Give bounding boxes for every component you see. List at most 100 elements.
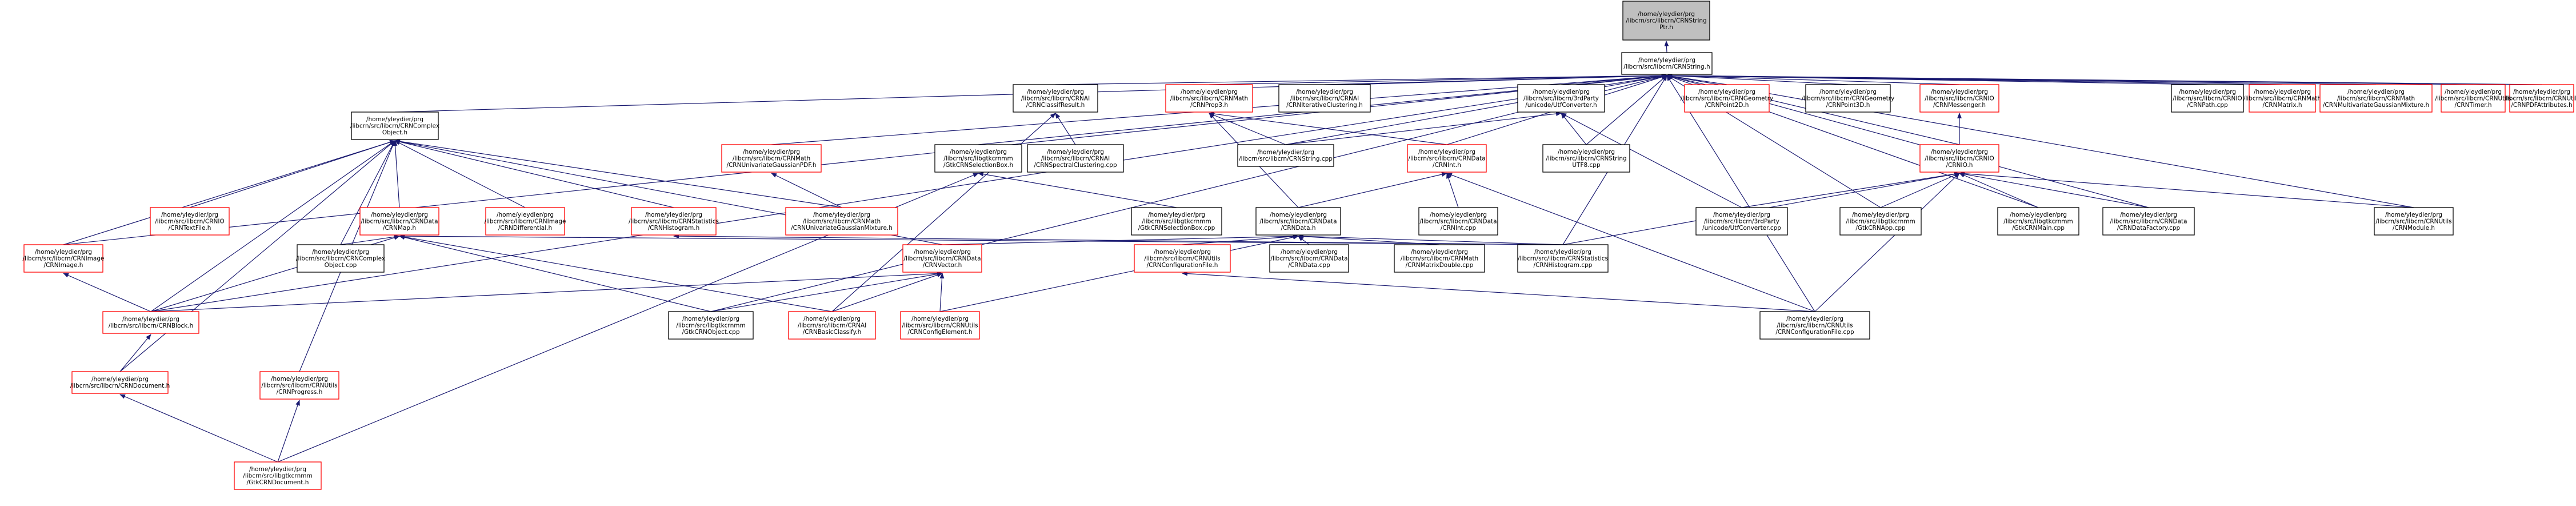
node-label-line: Object.h xyxy=(382,129,407,136)
node-label-line: /CRNProgress.h xyxy=(277,389,323,396)
node-box xyxy=(1542,144,1630,173)
node-label-line: /GtkCRNObject.cpp xyxy=(682,329,740,336)
edge xyxy=(394,140,526,208)
node-box xyxy=(1255,207,1341,236)
node-crnblock[interactable]: /home/yleydier/prg/libcrn/src/libcrn/CRN… xyxy=(102,311,199,334)
edge xyxy=(1664,41,1669,53)
include-edge-univariatemixture-to-univariatepdf xyxy=(771,173,842,208)
node-crntimer[interactable]: /home/yleydier/prg/libcrn/src/libcrn/CRN… xyxy=(2435,84,2511,113)
node-utfconverter-h[interactable]: /home/yleydier/prg/libcrn/src/libcrn/3rd… xyxy=(1517,84,1605,113)
node-label-line: /CRNProp3.h xyxy=(1190,102,1228,109)
node-box xyxy=(1394,244,1485,273)
node-box xyxy=(2319,84,2433,113)
node-label-line: /home/yleydier/prg xyxy=(1418,149,1475,156)
include-edge-crnint_cpp-to-crnint_h xyxy=(1446,173,1459,208)
node-box xyxy=(721,144,822,173)
node-label-line: /libcrn/src/libgtkcrnmm xyxy=(243,472,312,479)
node-stringutf8[interactable]: /home/yleydier/prg/libcrn/src/libcrn/CRN… xyxy=(1542,144,1630,173)
node-point3d[interactable]: /home/yleydier/prg/libcrn/src/libcrn/CRN… xyxy=(1802,84,1894,113)
node-label-line: /libcrn/src/libcrn/CRNData xyxy=(1270,255,1347,262)
node-label-line: /home/yleydier/prg xyxy=(1181,89,1238,95)
node-matrixdouble[interactable]: /home/yleydier/prg/libcrn/src/libcrn/CRN… xyxy=(1394,244,1485,273)
node-label-line: /home/yleydier/prg xyxy=(2385,212,2442,218)
node-crndata-cpp[interactable]: /home/yleydier/prg/libcrn/src/libcrn/CRN… xyxy=(1269,244,1349,273)
node-crnhistogram-cpp[interactable]: /home/yleydier/prg/libcrn/src/libcrn/CRN… xyxy=(1517,244,1609,273)
edge xyxy=(63,273,151,312)
include-edge-gtkcrnobject-to-crnvector xyxy=(710,272,943,312)
edge xyxy=(340,140,395,245)
node-label-line: /CRNImage.h xyxy=(44,262,83,269)
node-crnio-h[interactable]: /home/yleydier/prg/libcrn/src/libcrn/CRN… xyxy=(1919,144,1999,173)
node-crndifferential[interactable]: /home/yleydier/prg/libcrn/src/libcrn/CRN… xyxy=(485,207,566,236)
node-crnint-h[interactable]: /home/yleydier/prg/libcrn/src/libcrn/CRN… xyxy=(1407,144,1487,173)
node-selectionbox-h[interactable]: /home/yleydier/prg/libcrn/src/libgtkcrnm… xyxy=(934,144,1022,173)
include-edge-crnblock-to-crnstring xyxy=(150,74,1667,312)
node-selectionbox-cpp[interactable]: /home/yleydier/prg/libcrn/src/libgtkcrnm… xyxy=(1131,207,1222,236)
node-label-line: /CRNMatrixDouble.cpp xyxy=(1406,262,1474,269)
node-root: /home/yleydier/prg/libcrn/src/libcrn/CRN… xyxy=(1622,1,1710,41)
node-label-line: /libcrn/src/libcrn/CRNData xyxy=(2110,218,2187,225)
node-crnhistogram-h[interactable]: /home/yleydier/prg/libcrn/src/libcrn/CRN… xyxy=(629,207,719,236)
node-crnpath[interactable]: /home/yleydier/prg/libcrn/src/libcrn/CRN… xyxy=(2171,84,2244,113)
node-iterativeclustering[interactable]: /home/yleydier/prg/libcrn/src/libcrn/CRN… xyxy=(1278,84,1371,113)
node-datafactory[interactable]: /home/yleydier/prg/libcrn/src/libcrn/CRN… xyxy=(2102,207,2195,236)
edge xyxy=(710,272,943,312)
node-spectralclustering[interactable]: /home/yleydier/prg/libcrn/src/libcrn/CRN… xyxy=(1027,144,1124,173)
node-point2d[interactable]: /home/yleydier/prg/libcrn/src/libcrn/CRN… xyxy=(1681,84,1773,113)
node-crnmatrix[interactable]: /home/yleydier/prg/libcrn/src/libcrn/CRN… xyxy=(2243,84,2321,113)
node-univariatepdf[interactable]: /home/yleydier/prg/libcrn/src/libcrn/CRN… xyxy=(721,144,822,173)
node-label-line: /libcrn/src/libcrn/CRNString.cpp xyxy=(1239,156,1333,162)
node-label-line: /home/yleydier/prg xyxy=(2445,89,2502,95)
node-label-line: /libcrn/src/libcrn/CRNString xyxy=(1546,155,1626,162)
include-edge-gtkcrnobject-to-crnmap xyxy=(399,235,711,312)
node-complexobject[interactable]: /home/yleydier/prg/libcrn/src/libcrn/CRN… xyxy=(350,111,439,140)
include-edge-crndifferential-to-complexobject xyxy=(394,140,526,208)
node-configurationfile-h[interactable]: /home/yleydier/prg/libcrn/src/libcrn/CRN… xyxy=(1134,244,1231,273)
include-edge-stringutf8-to-utfconverter_h xyxy=(1561,113,1587,145)
edge xyxy=(1561,113,1587,145)
node-label-line: /libcrn/src/libcrn/CRNData xyxy=(1419,218,1497,225)
node-basicclassify[interactable]: /home/yleydier/prg/libcrn/src/libcrn/CRN… xyxy=(788,311,876,340)
node-crnmodule[interactable]: /home/yleydier/prg/libcrn/src/libcrn/CRN… xyxy=(2374,207,2454,236)
node-crnstring[interactable]: /home/yleydier/prg/libcrn/src/libcrn/CRN… xyxy=(1621,52,1713,75)
node-crnstring-cpp[interactable]: /home/yleydier/prg/libcrn/src/libcrn/CRN… xyxy=(1237,144,1334,167)
node-label-line: /home/yleydier/prg xyxy=(1698,89,1755,95)
node-label-line: /libcrn/src/libcrn/CRNImage xyxy=(23,255,105,262)
node-box xyxy=(1517,84,1605,113)
node-crnvector[interactable]: /home/yleydier/prg/libcrn/src/libcrn/CRN… xyxy=(902,244,982,273)
node-complexobject-cpp[interactable]: /home/yleydier/prg/libcrn/src/libcrn/CRN… xyxy=(296,244,385,273)
node-box xyxy=(485,207,565,236)
node-gtkcrnobject[interactable]: /home/yleydier/prg/libcrn/src/libgtkcrnm… xyxy=(668,311,754,340)
include-edge-crnhistogram_cpp-to-crndata_h xyxy=(1298,234,1563,245)
edge xyxy=(1446,173,1459,208)
node-utfconverter-cpp[interactable]: /home/yleydier/prg/libcrn/src/libcrn/3rd… xyxy=(1695,207,1788,236)
node-box xyxy=(1131,207,1222,236)
node-prop3[interactable]: /home/yleydier/prg/libcrn/src/libcrn/CRN… xyxy=(1165,84,1253,113)
node-crndata-h[interactable]: /home/yleydier/prg/libcrn/src/libcrn/CRN… xyxy=(1255,207,1341,236)
node-label-line: /CRNPoint3D.h xyxy=(1826,102,1870,109)
include-edge-crnimage_h-to-crnstring xyxy=(63,73,1667,245)
node-crnint-cpp[interactable]: /home/yleydier/prg/libcrn/src/libcrn/CRN… xyxy=(1418,207,1498,236)
node-crnimage-h[interactable]: /home/yleydier/prg/libcrn/src/libcrn/CRN… xyxy=(23,244,105,273)
node-label-line: /home/yleydier/prg xyxy=(1270,212,1327,218)
node-label-line: /home/yleydier/prg xyxy=(1931,149,1988,156)
node-crndocument-h[interactable]: /home/yleydier/prg/libcrn/src/libcrn/CRN… xyxy=(70,371,170,394)
node-gtkcrnapp[interactable]: /home/yleydier/prg/libcrn/src/libgtkcrnm… xyxy=(1839,207,1922,236)
node-crnprogress[interactable]: /home/yleydier/prg/libcrn/src/libcrn/CRN… xyxy=(259,371,339,400)
node-box xyxy=(788,311,876,340)
node-crntextfile[interactable]: /home/yleydier/prg/libcrn/src/libcrn/CRN… xyxy=(150,207,230,236)
node-classifresult[interactable]: /home/yleydier/prg/libcrn/src/libcrn/CRN… xyxy=(1013,84,1098,113)
node-gtkcrndocument[interactable]: /home/yleydier/prg/libcrn/src/libgtkcrnm… xyxy=(234,461,322,490)
edge xyxy=(399,234,833,312)
node-multivariategaussian[interactable]: /home/yleydier/prg/libcrn/src/libcrn/CRN… xyxy=(2319,84,2433,113)
node-configelement[interactable]: /home/yleydier/prg/libcrn/src/libcrn/CRN… xyxy=(900,311,980,340)
edge xyxy=(1561,113,1742,208)
node-messenger[interactable]: /home/yleydier/prg/libcrn/src/libcrn/CRN… xyxy=(1919,84,1999,113)
node-univariatemixture[interactable]: /home/yleydier/prg/libcrn/src/libcrn/CRN… xyxy=(785,207,898,236)
node-pdfattributes[interactable]: /home/yleydier/prg/libcrn/src/libcrn/CRN… xyxy=(2503,84,2576,113)
node-gtkcrnmain[interactable]: /home/yleydier/prg/libcrn/src/libgtkcrnm… xyxy=(1997,207,2079,236)
node-label-line: /CRNUnivariateGaussianMixture.h xyxy=(791,225,893,232)
node-crnmap[interactable]: /home/yleydier/prg/libcrn/src/libcrn/CRN… xyxy=(359,207,439,236)
node-configurationfile-cpp[interactable]: /home/yleydier/prg/libcrn/src/libcrn/CRN… xyxy=(1759,311,1870,340)
